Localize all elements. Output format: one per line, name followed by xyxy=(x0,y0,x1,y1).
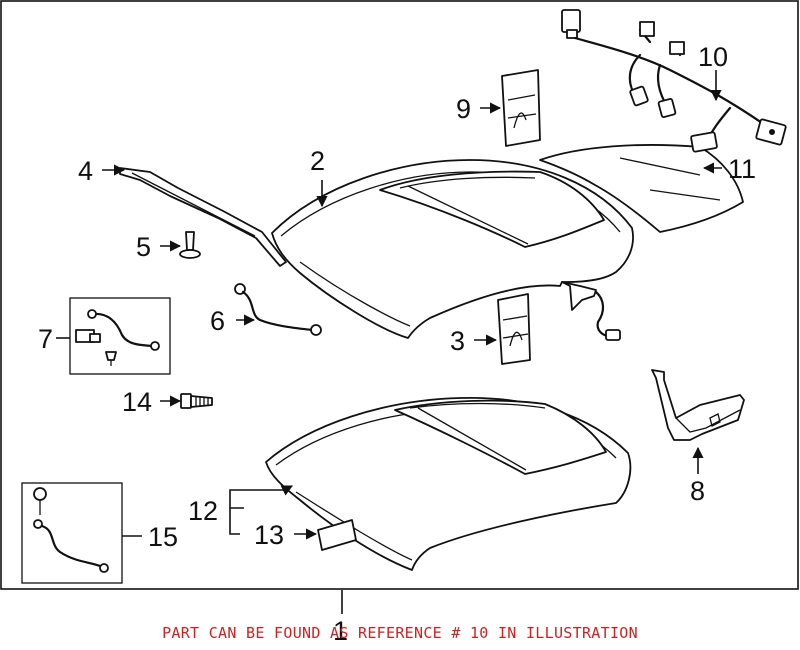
bolt-14 xyxy=(180,393,213,409)
wiring-harness xyxy=(561,9,787,153)
foam-pad-9 xyxy=(501,69,541,147)
callout-15: 15 xyxy=(148,522,178,552)
rear-window-glass xyxy=(539,144,744,233)
cable-kit-box-7 xyxy=(69,297,171,375)
callout-3: 3 xyxy=(450,326,465,356)
cable-kit-box-15 xyxy=(21,482,123,584)
callout-11: 11 xyxy=(728,154,756,184)
callout-4: 4 xyxy=(78,156,93,186)
roof-assembly-lower xyxy=(265,396,632,571)
foam-pad-3 xyxy=(497,293,531,365)
mounting-bracket-8 xyxy=(651,369,745,441)
callout-7: 7 xyxy=(38,324,53,354)
callout-6: 6 xyxy=(210,306,225,336)
callout-13: 13 xyxy=(254,520,284,550)
callout-8: 8 xyxy=(690,476,705,506)
diagram-frame xyxy=(0,0,799,590)
roof-hardtop-upper xyxy=(271,159,634,339)
callout-1: 1 xyxy=(333,616,348,646)
callout-9: 9 xyxy=(456,94,471,124)
leader-lines xyxy=(56,70,722,614)
small-pad-13 xyxy=(317,519,357,551)
callout-10: 10 xyxy=(698,42,728,72)
callout-14: 14 xyxy=(122,387,152,417)
push-pin xyxy=(179,231,201,259)
callout-5: 5 xyxy=(136,232,151,262)
callout-2: 2 xyxy=(310,146,325,176)
reference-note: PART CAN BE FOUND AS REFERENCE # 10 IN I… xyxy=(162,624,638,642)
side-trim-strip xyxy=(119,167,287,267)
callout-12: 12 xyxy=(188,496,218,526)
cable-6 xyxy=(234,283,322,336)
roof-side-bracket xyxy=(561,281,621,341)
